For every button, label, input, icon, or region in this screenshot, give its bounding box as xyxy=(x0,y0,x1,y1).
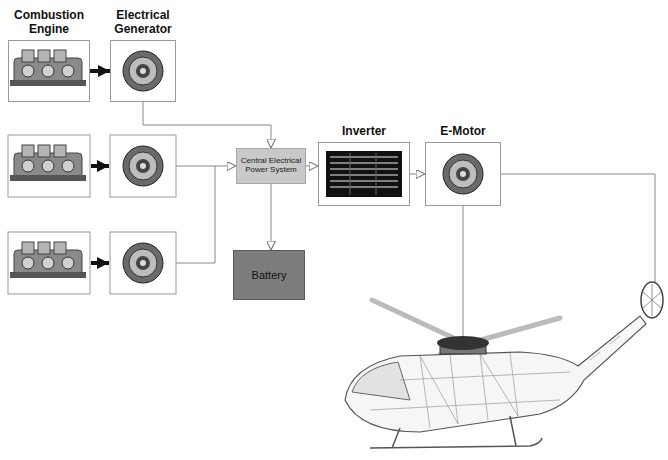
power-connector xyxy=(271,184,272,250)
inverter-box: Inverter xyxy=(318,142,410,206)
box-heading: Inverter xyxy=(314,125,414,139)
drive-wire xyxy=(463,206,464,336)
engine-picture xyxy=(10,242,86,278)
engine-box xyxy=(8,135,90,197)
inverter-picture xyxy=(330,153,398,195)
power-connector xyxy=(143,102,271,148)
box-heading: Combustion Engine xyxy=(4,9,94,37)
power-connector xyxy=(410,174,425,175)
engine-box xyxy=(8,232,90,294)
box-label: Central Electrical Power System xyxy=(240,157,302,175)
motor-box: E-Motor xyxy=(425,142,501,206)
generator-box xyxy=(110,135,176,197)
generator-picture xyxy=(123,51,163,91)
engine-box: Combustion Engine xyxy=(8,40,90,102)
box-heading: Electrical Generator xyxy=(97,9,189,37)
box-heading: E-Motor xyxy=(418,125,508,139)
inverter-picture xyxy=(326,151,402,197)
drive-arrow xyxy=(91,164,109,168)
power-wire xyxy=(176,166,215,263)
box-label: Battery xyxy=(252,269,287,281)
engine-picture xyxy=(10,50,86,86)
drive-arrow xyxy=(91,261,109,265)
drive-arrow xyxy=(90,69,110,73)
generator-picture xyxy=(123,243,163,283)
motor-picture xyxy=(443,154,483,194)
engine-picture xyxy=(10,145,86,181)
power-system-box: Central Electrical Power System xyxy=(236,148,306,184)
power-wire xyxy=(176,166,236,167)
generator-picture xyxy=(123,146,163,186)
generator-box: Electrical Generator xyxy=(110,40,176,102)
drive-wire xyxy=(501,174,655,282)
battery-box: Battery xyxy=(233,250,305,300)
power-connector xyxy=(306,166,318,167)
helicopter-drawing xyxy=(345,282,663,448)
generator-box xyxy=(110,232,176,294)
